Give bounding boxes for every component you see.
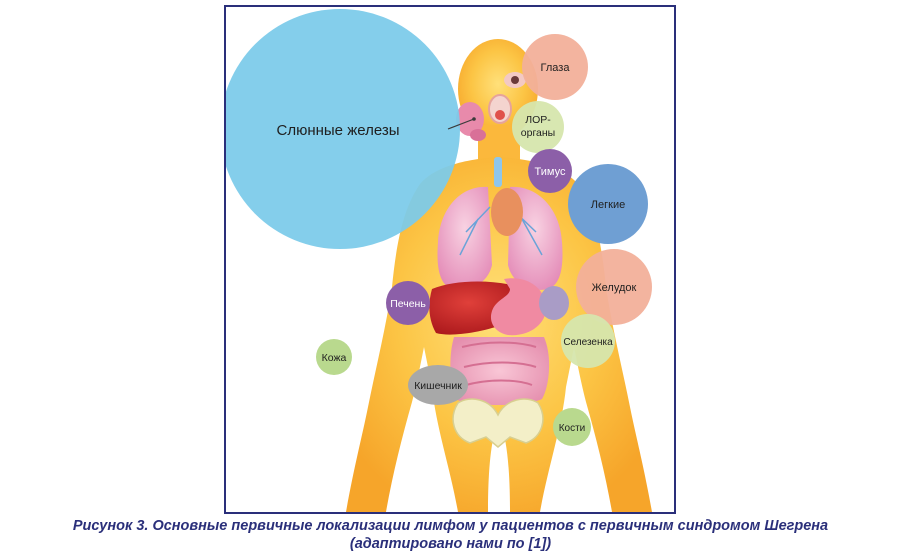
intestine-icon <box>450 337 550 405</box>
label-bones: Кости <box>559 423 586 434</box>
salivary-leader-line <box>447 118 475 130</box>
caption-line-2: (адаптировано нами по [1]) <box>349 536 552 552</box>
label-spleen: Селезенка <box>563 337 613 348</box>
bubble-intestine <box>408 365 468 405</box>
bubble-bones <box>553 408 591 446</box>
eye-icon <box>504 72 526 88</box>
label-eyes: Глаза <box>541 62 571 74</box>
bubble-salivary <box>226 9 460 249</box>
bubble-spleen <box>561 314 615 368</box>
salivary-gland-icon <box>456 102 486 141</box>
thymus-icon <box>491 188 523 236</box>
label-ent-line2: органы <box>521 127 555 139</box>
label-intestine: Кишечник <box>414 380 462 392</box>
label-skin: Кожа <box>322 352 347 364</box>
figure-caption: Рисунок 3. Основные первичные локализаци… <box>0 517 901 553</box>
anatomy-diagram: Слюнные железы Глаза ЛОР- органы Тимус Л… <box>226 9 652 512</box>
figure-frame: Слюнные железы Глаза ЛОР- органы Тимус Л… <box>224 5 676 514</box>
stomach-icon <box>490 278 547 336</box>
label-stomach: Желудок <box>592 282 637 294</box>
bubble-thymus <box>528 149 572 193</box>
label-lungs: Легкие <box>591 199 625 211</box>
spleen-icon <box>539 286 569 320</box>
caption-line-1: Рисунок 3. Основные первичные локализаци… <box>72 518 829 534</box>
ent-icon <box>488 94 512 124</box>
bubble-stomach <box>576 249 652 325</box>
label-thymus: Тимус <box>535 166 566 178</box>
label-liver: Печень <box>390 298 426 310</box>
bubble-ent <box>512 101 564 153</box>
pelvis-bones-icon <box>452 398 544 448</box>
bubble-skin <box>316 339 352 375</box>
bubble-liver <box>386 281 430 325</box>
bubble-eyes <box>522 34 588 100</box>
label-salivary: Слюнные железы <box>277 122 400 139</box>
bubble-lungs <box>568 164 648 244</box>
label-ent-line1: ЛОР- <box>525 114 551 126</box>
trachea-icon <box>494 157 502 187</box>
